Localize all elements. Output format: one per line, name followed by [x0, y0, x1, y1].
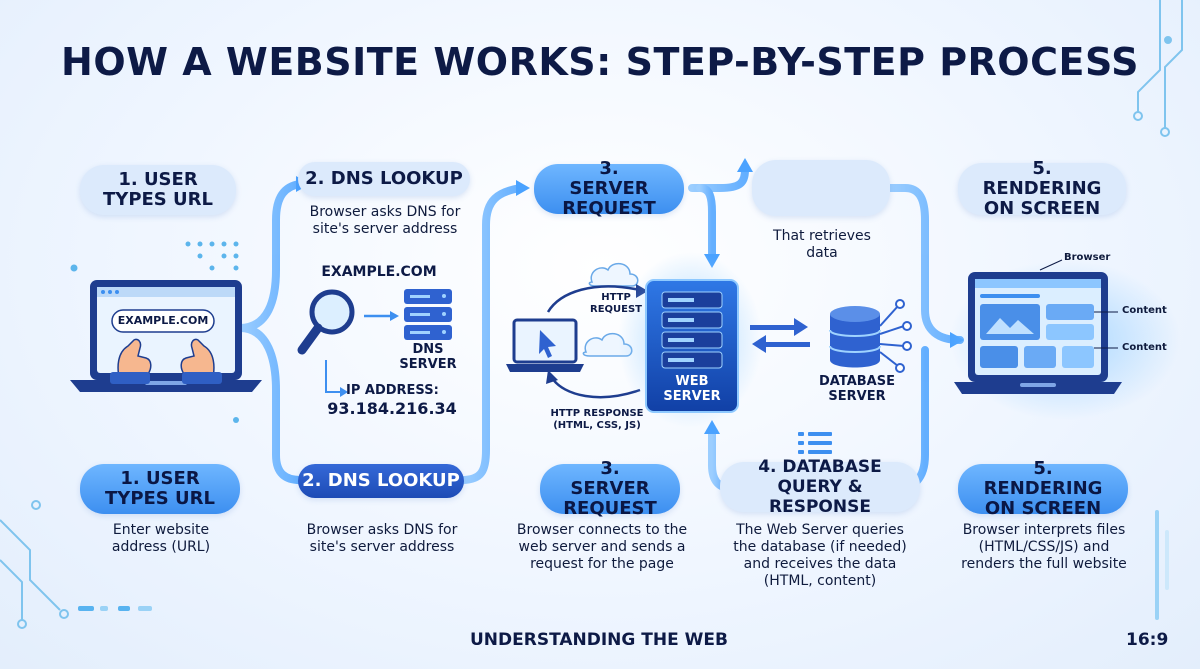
dot-grid-decoration	[70, 241, 239, 423]
browser-laptop-illustration	[950, 259, 1180, 420]
bottom-step-2-label: 2. DNS LOOKUP	[302, 470, 460, 491]
magnifier-icon	[297, 289, 355, 355]
lookup-arrow	[364, 311, 399, 321]
bottom-step-5-desc: Browser interprets files (HTML/CSS/JS) a…	[961, 522, 1127, 572]
browser-label: Browser	[1064, 252, 1111, 263]
top-step-5-label: 5. RENDERING ON SCREEN	[982, 158, 1102, 219]
top-step-4-desc: That retrieves data	[773, 228, 871, 261]
bottom-step-2-desc: Browser asks DNS for site's server addre…	[306, 522, 458, 555]
bottom-step-3-label: 3. SERVER REQUEST	[563, 458, 657, 519]
footer-ratio: 16:9	[1126, 630, 1169, 650]
http-response-label: HTTP RESPONSE (HTML, CSS, JS)	[550, 408, 644, 431]
bar-decoration-right	[1155, 510, 1169, 620]
top-step-4-pill	[752, 160, 890, 216]
ip-address-value: 93.184.216.34	[327, 399, 457, 418]
web-server-label: WEB SERVER	[663, 374, 721, 404]
server-database-arrows	[750, 318, 810, 353]
web-server-icon	[618, 252, 762, 428]
top-step-2-pill: 2. DNS LOOKUP	[298, 162, 470, 196]
list-icon	[798, 432, 832, 454]
laptop-typing-illustration	[70, 280, 262, 392]
database-server-label: DATABASE SERVER	[819, 374, 895, 404]
database-icon	[829, 299, 912, 373]
bottom-step-3-desc: Browser connects to the web server and s…	[516, 522, 688, 572]
content-label-1: Content	[1122, 305, 1167, 316]
top-step-2-label: 2. DNS LOOKUP	[305, 168, 463, 189]
top-step-3-pill: 3. SERVER REQUEST	[534, 159, 684, 219]
circuit-decoration-top-right	[1133, 0, 1183, 137]
top-step-2-desc: Browser asks DNS for site's server addre…	[309, 204, 461, 237]
bottom-step-5-label: 5. RENDERING ON SCREEN	[983, 458, 1103, 519]
dns-server-icon	[404, 289, 452, 340]
circuit-decoration-bottom-left	[0, 500, 69, 629]
content-label-2: Content	[1122, 342, 1167, 353]
bottom-step-4-label: 4. DATABASE QUERY & RESPONSE	[758, 457, 882, 517]
top-step-1-label: 1. USER TYPES URL	[103, 169, 213, 210]
bottom-step-5-pill: 5. RENDERING ON SCREEN	[958, 459, 1128, 519]
dash-decoration-bottom-left	[78, 606, 152, 611]
ip-arrow	[325, 360, 348, 397]
bottom-step-2-pill: 2. DNS LOOKUP	[298, 464, 464, 498]
bottom-step-1-pill: 1. USER TYPES URL	[80, 464, 240, 514]
http-cycle-arrows	[546, 285, 641, 399]
bottom-step-4-desc: The Web Server queries the database (if …	[733, 522, 907, 589]
top-step-1-pill: 1. USER TYPES URL	[80, 165, 236, 215]
page-title: HOW A WEBSITE WORKS: STEP-BY-STEP PROCES…	[61, 40, 1139, 84]
top-step-3-label: 3. SERVER REQUEST	[562, 158, 656, 219]
client-laptop-icon	[506, 318, 584, 372]
bottom-step-3-pill: 3. SERVER REQUEST	[540, 459, 680, 519]
laptop-url-text: EXAMPLE.COM	[117, 314, 209, 327]
bottom-step-4-pill: 4. DATABASE QUERY & RESPONSE	[720, 457, 920, 517]
dns-domain-label: EXAMPLE.COM	[321, 264, 437, 280]
dns-server-label: DNS SERVER	[399, 342, 457, 372]
bottom-step-1-label: 1. USER TYPES URL	[105, 468, 215, 509]
top-step-5-pill: 5. RENDERING ON SCREEN	[958, 159, 1126, 219]
http-request-label: HTTP REQUEST	[590, 292, 643, 315]
bottom-step-1-desc: Enter website address (URL)	[111, 522, 211, 555]
ip-address-label: IP ADDRESS:	[346, 383, 439, 398]
footer-caption: UNDERSTANDING THE WEB	[470, 630, 728, 650]
